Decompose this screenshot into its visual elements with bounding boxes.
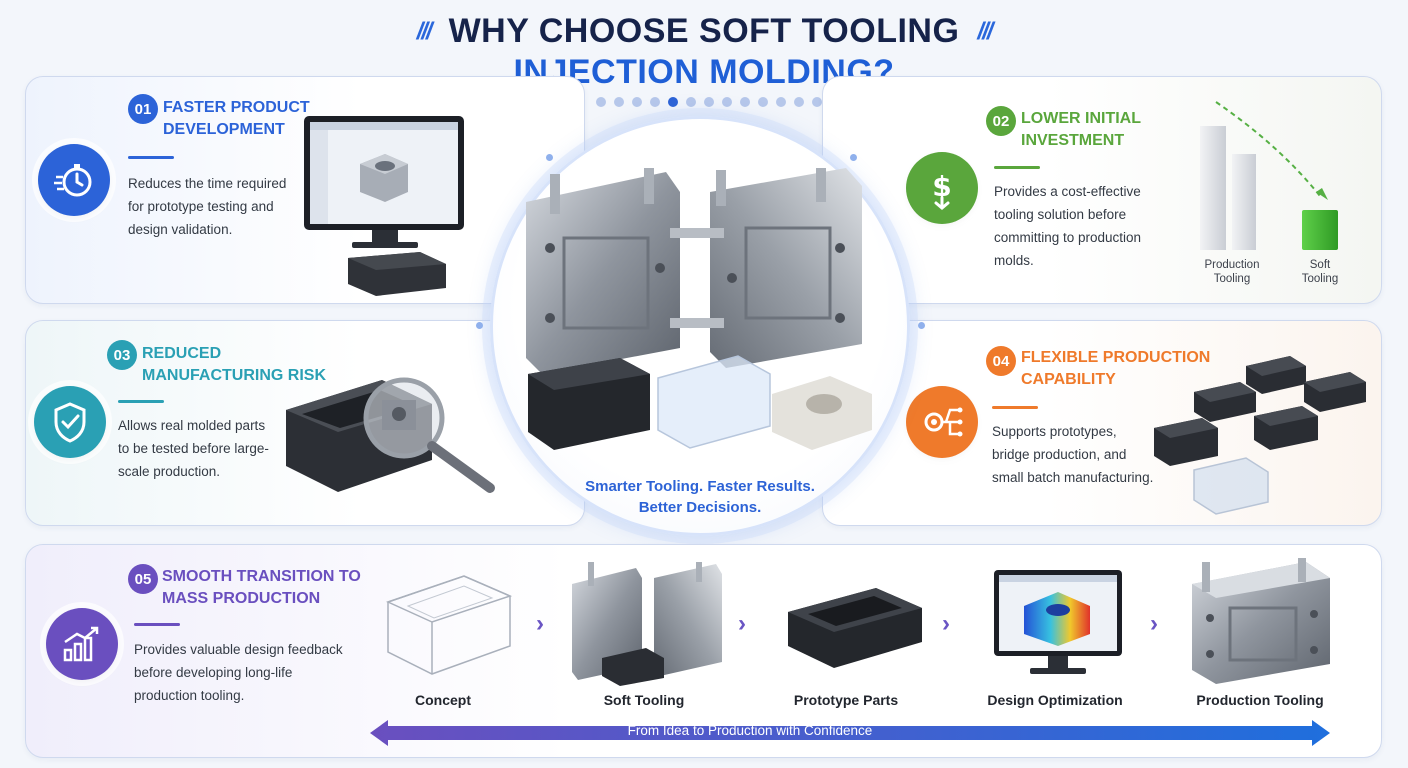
- title-line-1: WHY CHOOSE SOFT TOOLING: [448, 12, 960, 50]
- process-concept-image: [385, 575, 513, 675]
- injection-mold-image: [526, 168, 872, 450]
- chevron-right-icon: ›: [536, 610, 544, 637]
- feature-divider-05: [134, 623, 180, 626]
- process-prototype-parts-image: [788, 588, 922, 668]
- process-soft-tooling-image: [572, 562, 722, 686]
- dollar-down-icon: $: [906, 152, 978, 224]
- feature-divider-02: [994, 166, 1040, 169]
- chevron-right-icon: ›: [738, 610, 746, 637]
- production-tooling-bar: [1200, 126, 1226, 250]
- cost-trend-arrow: [1215, 101, 1321, 197]
- soft-tooling-bar: [1302, 210, 1338, 250]
- feature-number-02: 02: [986, 106, 1016, 136]
- page-title: /// WHY CHOOSE SOFT TOOLING /// INJECTIO…: [0, 12, 1408, 92]
- process-design-optimization-image: [994, 570, 1122, 674]
- center-tagline: Smarter Tooling. Faster Results. Better …: [585, 478, 815, 516]
- cad-monitor-image: [304, 116, 464, 296]
- feature-number-03: 03: [107, 340, 137, 370]
- title-slash-right: ///: [977, 17, 993, 45]
- feature-divider-01: [128, 156, 174, 159]
- process-arrow-text: From Idea to Production with Confidence: [627, 723, 873, 738]
- feature-divider-03: [118, 400, 164, 403]
- svg-text:$: $: [932, 170, 951, 203]
- feature-number-04: 04: [986, 346, 1016, 376]
- feature-number-05: 05: [128, 564, 158, 594]
- process-step-concept: Concept: [415, 692, 471, 708]
- feature-desc-04: Supports prototypes,bridge production, a…: [992, 424, 1154, 485]
- process-step-production-tooling: Production Tooling: [1196, 692, 1324, 708]
- batch-parts-image: [1154, 356, 1366, 515]
- title-divider-dots: [596, 97, 822, 107]
- title-slash-left: ///: [416, 17, 433, 45]
- chevron-right-icon: ›: [1150, 610, 1158, 637]
- process-production-tooling-image: [1192, 558, 1330, 684]
- growth-chart-icon: [46, 608, 118, 680]
- production-tooling-bar-2: [1232, 154, 1256, 250]
- progress-arrow-icon: [370, 720, 1330, 746]
- process-step-soft-tooling: Soft Tooling: [603, 692, 685, 708]
- stopwatch-icon: [38, 144, 110, 216]
- feature-number-01: 01: [128, 94, 158, 124]
- process-step-prototype-parts: Prototype Parts: [793, 692, 899, 708]
- process-step-design-optimization: Design Optimization: [987, 692, 1123, 708]
- shield-check-icon: [34, 386, 106, 458]
- gear-network-icon: [906, 386, 978, 458]
- cost-comparison-chart: [1200, 101, 1338, 250]
- chevron-right-icon: ›: [942, 610, 950, 637]
- feature-divider-04: [992, 406, 1038, 409]
- molded-part-inspection-image: [286, 377, 495, 493]
